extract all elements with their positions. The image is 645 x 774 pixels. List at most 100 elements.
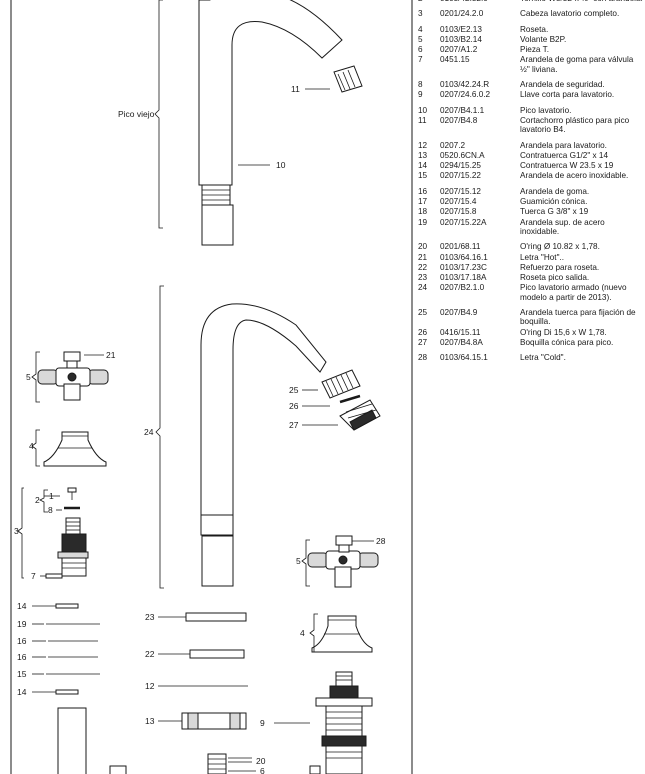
part-code: 0207/A1.2 — [440, 45, 478, 55]
part-code: 0103/64.16.1 — [440, 252, 488, 262]
label-26: 26 — [289, 401, 299, 411]
part-code: 0451.15 — [440, 55, 470, 65]
part-description: Pieza T. — [520, 45, 549, 55]
aerator-11 — [333, 65, 363, 93]
nut-25 — [321, 369, 361, 399]
label-10: 10 — [276, 160, 286, 170]
part-number: 23 — [418, 273, 428, 283]
part-code: 0103/17.23C — [440, 262, 487, 272]
label-15: 15 — [17, 669, 27, 679]
parts-list-row: 8 0103/42.24.R Arandela de seguridad. — [418, 80, 643, 89]
part-description: Arandela de seguridad. — [520, 80, 605, 90]
part-description: Llave corta para lavatorio. — [520, 90, 615, 100]
label-pico-viejo: Pico viejo — [118, 109, 155, 119]
label-20: 20 — [256, 756, 266, 766]
cartridge-left — [45, 487, 89, 579]
part-number: 19 — [418, 217, 428, 227]
valve-9 — [309, 671, 373, 774]
part-number: 15 — [418, 171, 428, 181]
part-code: 0294/15.25 — [440, 161, 481, 171]
small-parts-bottom — [207, 753, 256, 774]
part-number: 16 — [418, 186, 428, 196]
label-9: 9 — [260, 718, 265, 728]
part-code: 0201/68.11 — [440, 242, 481, 252]
parts-list-row: 26 0416/15.11 O'ring Di 15,6 x W 1,78. — [418, 328, 643, 337]
part-description: Roseta pico salida. — [520, 273, 590, 283]
rosette-left — [43, 431, 107, 467]
part-number: 11 — [418, 115, 427, 125]
label-6: 6 — [260, 766, 265, 774]
part-description: Tornillo W5/32"x ½" con arandela. — [520, 0, 643, 3]
handle-right — [307, 535, 379, 588]
label-3: 3 — [14, 526, 19, 536]
part-description: Tuerca G 3/8" x 19 — [520, 207, 589, 217]
label-16-b: 16 — [17, 652, 27, 662]
part-description: Arandela de goma para válvula ½" liviana… — [520, 55, 634, 74]
parts-list-row: 23 0103/17.18A Roseta pico salida. — [418, 273, 643, 282]
new-spout-assembly — [200, 303, 327, 587]
washer-stack — [46, 603, 127, 774]
part-description: Cortachorro plástico para pico lavatorio… — [520, 115, 630, 135]
part-description: Arandela de acero inoxidable. — [520, 171, 629, 181]
part-description: Arandela tuerca para fijación de boquill… — [520, 308, 636, 327]
label-11: 11 — [291, 84, 300, 94]
label-1: 1 — [49, 491, 54, 501]
part-number: 26 — [418, 327, 428, 337]
bracket-pico-viejo — [154, 0, 163, 229]
part-description: Pico lavatorio armado (nuevo modelo a pa… — [520, 283, 627, 302]
part-number: 8 — [418, 80, 423, 90]
part-number: 2 — [418, 0, 440, 3]
part-number: 12 — [418, 140, 428, 150]
part-number: 4 — [418, 24, 423, 34]
part-number: 22 — [418, 262, 428, 272]
old-spout — [198, 0, 343, 246]
parts-list-row: 16 0207/15.12 Arandela de goma. — [418, 187, 643, 196]
part-description: Letra "Hot".. — [520, 252, 565, 262]
part-number: 17 — [418, 197, 428, 207]
part-number: 21 — [418, 252, 428, 262]
label-13: 13 — [145, 716, 155, 726]
part-number: 14 — [418, 161, 428, 171]
oring-26 — [339, 394, 361, 404]
part-number: 20 — [418, 242, 428, 252]
label-2: 2 — [35, 495, 40, 505]
locknut-13 — [181, 712, 247, 730]
label-25: 25 — [289, 385, 299, 395]
label-7: 7 — [31, 571, 36, 581]
part-number: 5 — [418, 34, 423, 44]
part-code: 0207/B4.8A — [440, 337, 483, 347]
part-code: 0207/15.8 — [440, 207, 477, 217]
part-description: Volante B2P. — [520, 34, 567, 44]
part-description: Letra "Cold". — [520, 353, 566, 363]
part-code: 0207/B4.8 — [440, 115, 478, 125]
bracket-24 — [155, 285, 164, 589]
label-27: 27 — [289, 420, 299, 430]
part-code: 0103/42.24.R — [440, 80, 490, 90]
part-number: 9 — [418, 90, 423, 100]
part-number: 6 — [418, 45, 423, 55]
parts-list-row: 5 0103/B2.14 Volante B2P. — [418, 35, 643, 44]
part-number: 7 — [418, 55, 423, 65]
part-description: O'ring Di 15,6 x W 1,78. — [520, 327, 607, 337]
part-code: 0103/B2.14 — [440, 34, 482, 44]
part-description: Arandela de goma. — [520, 186, 590, 196]
part-code: 0207/15.12 — [440, 186, 481, 196]
part-description: Roseta. — [520, 24, 549, 34]
label-8: 8 — [48, 505, 53, 515]
part-code: 0207.2 — [440, 140, 466, 150]
part-code: 0103/17.18A — [440, 273, 487, 283]
part-number: 25 — [418, 308, 428, 318]
part-code: 0416/15.11 — [440, 327, 481, 337]
part-number: 13 — [418, 150, 428, 160]
